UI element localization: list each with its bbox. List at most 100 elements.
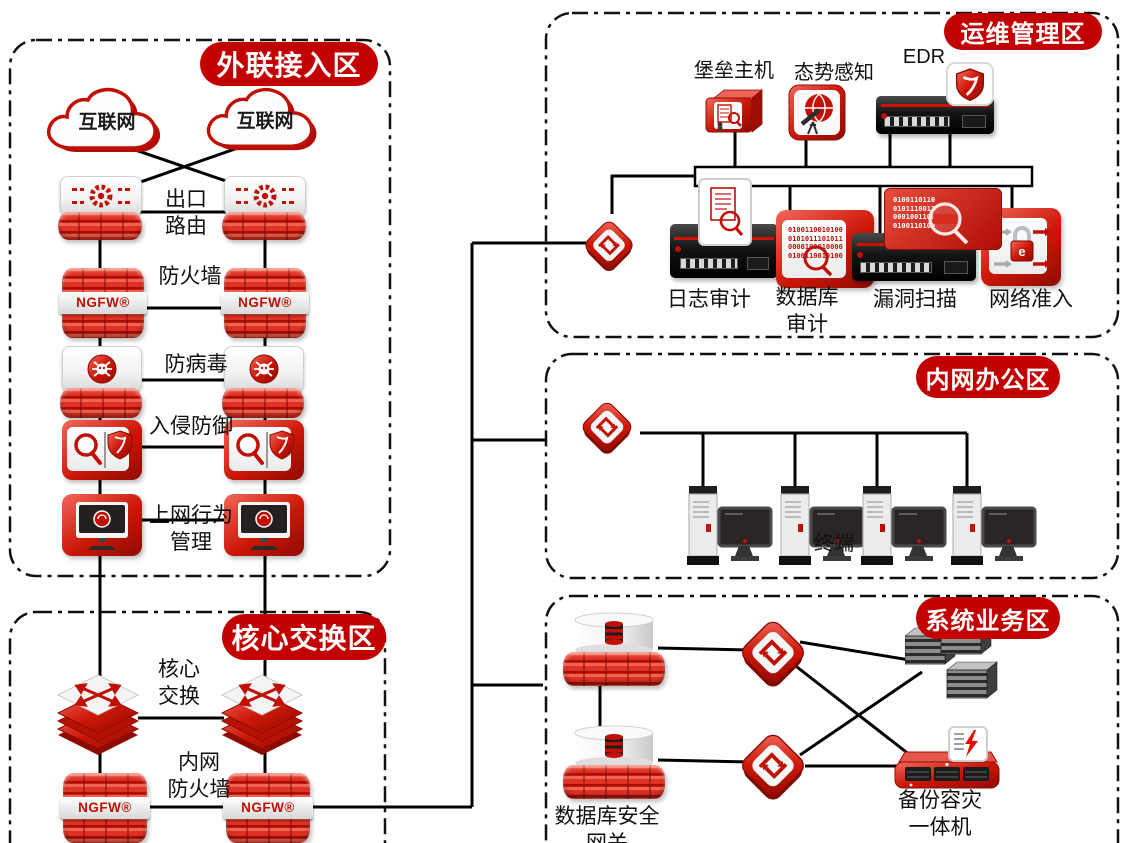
- behavior-mgmt-1: [62, 494, 142, 556]
- pc-icon: [779, 486, 865, 565]
- ips-label: 入侵防御: [149, 415, 233, 438]
- loop-switch-icon: [742, 621, 804, 687]
- antivirus-label: 防病毒: [164, 353, 228, 376]
- gear-icon: [236, 184, 294, 208]
- edr-label: EDR: [902, 46, 946, 68]
- terminal-label: 终端: [814, 533, 854, 555]
- zone-borders: [8, 11, 1120, 843]
- pc-icon: [951, 486, 1037, 565]
- x-switch-icon: [220, 674, 304, 755]
- router-label: 出口 路由: [165, 188, 207, 238]
- intranet-firewall-label: 内网 防火墙: [167, 751, 231, 801]
- zone-office-border: [544, 352, 1120, 580]
- ngfw-firewall-2: NGFW®: [221, 268, 309, 338]
- zone-title-core: 核心交换区: [222, 614, 386, 660]
- magnifier-icon: [236, 433, 264, 465]
- internet-cloud-2: 互联网: [202, 86, 328, 156]
- brick-wall-icon: [60, 388, 142, 418]
- shield-icon: [269, 430, 295, 460]
- firewall-label: 防火墙: [158, 265, 222, 288]
- globe-telescope-icon: [788, 84, 846, 141]
- backup-lightning-card: [948, 726, 988, 762]
- loop-switch-icon: [742, 734, 804, 800]
- log-audit-card: [698, 178, 752, 246]
- ngfw-label: NGFW®: [60, 796, 150, 819]
- database-cylinder-icon: [574, 725, 654, 769]
- shield-icon: [107, 430, 133, 460]
- brick-wall-icon: [563, 652, 665, 686]
- terminal-pc-2: [775, 478, 867, 570]
- internet-cloud-1: 互联网: [42, 86, 172, 158]
- db-security-gateway-1: [563, 610, 665, 686]
- zone-business-border: [544, 594, 1120, 843]
- edge-router-1: [58, 176, 142, 240]
- zone-title-ops: 运维管理区: [944, 13, 1102, 50]
- loop-switch-icon: [582, 402, 632, 454]
- virus-icon: [249, 354, 279, 384]
- office-switch: [574, 394, 640, 464]
- pc-icon: [687, 486, 773, 565]
- situation-awareness-device: [788, 84, 846, 141]
- zone-ops-border: [544, 11, 1120, 339]
- terminal-pc-1: [683, 478, 775, 570]
- business-switch-b: [731, 725, 815, 811]
- core-switch-2: [219, 672, 305, 758]
- behavior-mgmt-2: [224, 494, 304, 556]
- core-switch-1: [55, 672, 141, 758]
- database-cylinder-icon: [574, 612, 654, 656]
- cloud-icon: [46, 87, 161, 152]
- edr-shield-badge: [946, 62, 994, 106]
- document-magnifier-icon: [710, 187, 744, 237]
- terminal-pc-4: [947, 478, 1039, 570]
- zone-title-external: 外联接入区: [200, 42, 378, 86]
- vuln-scan-card: 0100110110 0101110011 0001001100 0100110…: [884, 188, 1002, 250]
- ngfw-label: NGFW®: [59, 291, 147, 314]
- ngfw-firewall-1: NGFW®: [59, 268, 147, 338]
- edge-router-2: [222, 176, 306, 240]
- magnifier-icon: [928, 202, 969, 245]
- terminal-pc-3: [857, 478, 949, 570]
- bastion-host-device: [704, 88, 764, 136]
- virus-icon: [87, 354, 117, 384]
- shield-icon: [956, 68, 984, 102]
- intranet-ngfw-1: NGFW®: [60, 773, 150, 843]
- antivirus-gateway-1: [60, 346, 142, 418]
- brick-wall-icon: [563, 765, 665, 799]
- situation-label: 态势感知: [794, 62, 874, 84]
- db-gateway-label: 数据库安全 网关: [554, 805, 660, 843]
- log-audit-label: 日志审计: [667, 288, 751, 311]
- ips-device-2: [224, 420, 304, 480]
- antivirus-gateway-2: [222, 346, 304, 418]
- vuln-scan-label: 漏洞扫描: [873, 288, 957, 311]
- db-security-gateway-2: [563, 723, 665, 799]
- zone-title-office: 内网办公区: [916, 356, 1060, 398]
- zone-external-border: [8, 38, 392, 578]
- gear-icon: [72, 184, 130, 208]
- binary-code: 0100110110 0101110011 0001001100 0100110…: [893, 196, 936, 230]
- brick-wall-icon: [222, 388, 304, 418]
- ops-bus-bar: [693, 165, 1034, 188]
- nac-label: 网络准入: [989, 288, 1073, 311]
- monitor-icon: [76, 502, 128, 550]
- behavior-label: 上网行为 管理: [149, 504, 233, 554]
- ngfw-label: NGFW®: [221, 291, 309, 314]
- ngfw-label: NGFW®: [223, 796, 313, 819]
- ips-device-1: [62, 420, 142, 480]
- magnifier-icon: [803, 245, 833, 277]
- monitor-icon: [238, 502, 290, 550]
- db-audit-label: 数据库 审计: [775, 286, 839, 336]
- business-switch-a: [731, 612, 815, 698]
- bastion-icon: [705, 89, 764, 133]
- intranet-ngfw-2: NGFW®: [223, 773, 313, 843]
- loop-switch-icon: [585, 221, 633, 271]
- cloud-label: 互联网: [236, 110, 294, 132]
- ops-access-switch: [577, 213, 641, 281]
- brick-wall-icon: [222, 212, 306, 240]
- brick-wall-icon: [58, 212, 142, 240]
- zone-title-business: 系统业务区: [916, 597, 1060, 639]
- magnifier-icon: [74, 433, 102, 465]
- bastion-label: 堡垒主机: [694, 60, 774, 82]
- backup-label: 备份容灾 一体机: [898, 789, 982, 839]
- core-switch-label: 核心 交换: [158, 658, 200, 708]
